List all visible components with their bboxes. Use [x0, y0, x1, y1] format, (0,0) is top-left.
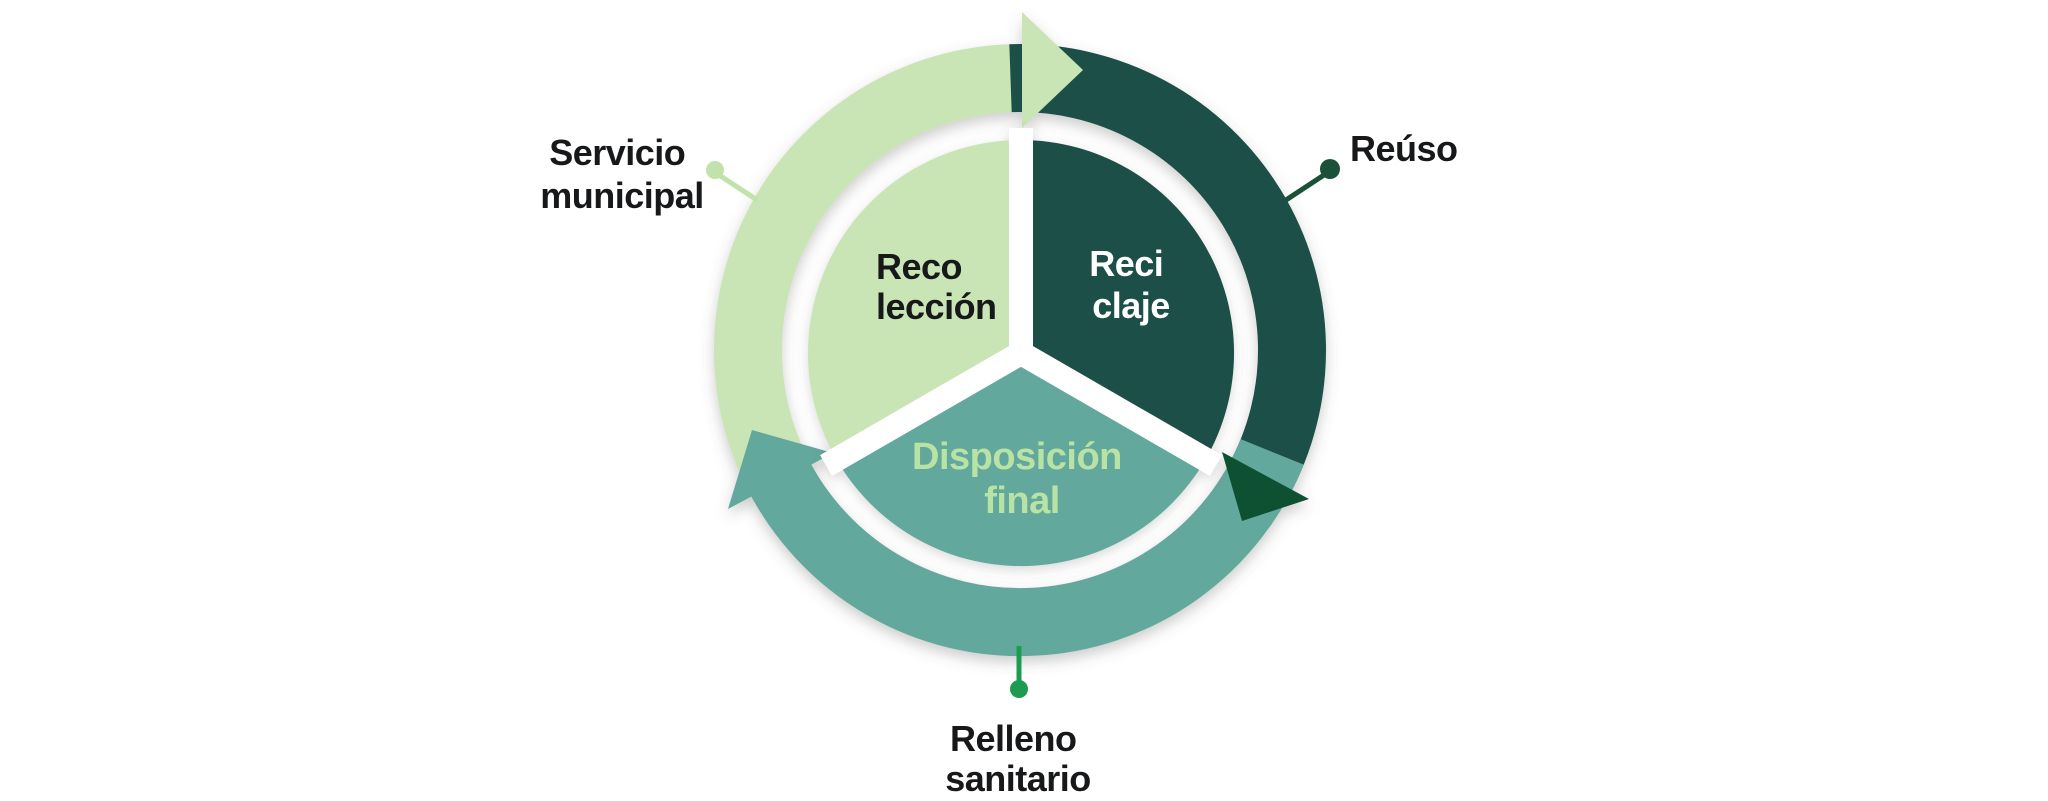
reuso-connector-line	[1284, 170, 1329, 203]
servicio-connector-line	[717, 172, 759, 203]
arrowhead-top-icon	[1022, 12, 1083, 128]
label-disposicion-line1: Disposición	[912, 436, 1122, 478]
label-recoleccion-line2: lección	[876, 286, 997, 327]
callout-servicio-line2: municipal	[540, 175, 704, 216]
arc-reciclaje	[1009, 44, 1326, 499]
arc-recoleccion	[714, 44, 1031, 489]
callout-reuso-connector	[1284, 159, 1340, 203]
label-reciclaje: Reci claje	[1089, 243, 1173, 326]
arc-disposicion	[747, 438, 1304, 657]
callout-relleno-line2: sanitario	[945, 758, 1091, 799]
outer-cycle-ring	[714, 12, 1326, 657]
label-reciclaje-line1: Reci	[1089, 243, 1163, 284]
arrowhead-right-icon	[1222, 452, 1309, 521]
label-disposicion-line2: final	[984, 480, 1060, 522]
wedge-dividers	[820, 128, 1222, 476]
callout-relleno-line1: Relleno	[950, 718, 1077, 759]
label-recoleccion-line1: Reco	[876, 246, 962, 287]
callout-servicio-connector	[706, 161, 759, 203]
label-recoleccion: Reco lección	[876, 246, 997, 327]
reuso-connector-dot	[1320, 159, 1340, 179]
servicio-connector-dot	[706, 161, 724, 179]
callout-servicio-line1: Servicio	[549, 132, 685, 173]
label-reciclaje-line2: claje	[1092, 285, 1170, 326]
inner-pie	[807, 128, 1235, 567]
arrowhead-left-icon	[728, 430, 833, 509]
label-disposicion: Disposición final	[912, 436, 1132, 522]
callout-servicio-municipal: Servicio municipal	[540, 132, 704, 216]
callout-reuso: Reúso	[1350, 128, 1458, 169]
callout-relleno-sanitario: Relleno sanitario	[945, 718, 1091, 799]
relleno-connector-dot	[1010, 680, 1028, 698]
callout-relleno-connector	[1010, 646, 1028, 698]
callout-reuso-line1: Reúso	[1350, 128, 1458, 169]
